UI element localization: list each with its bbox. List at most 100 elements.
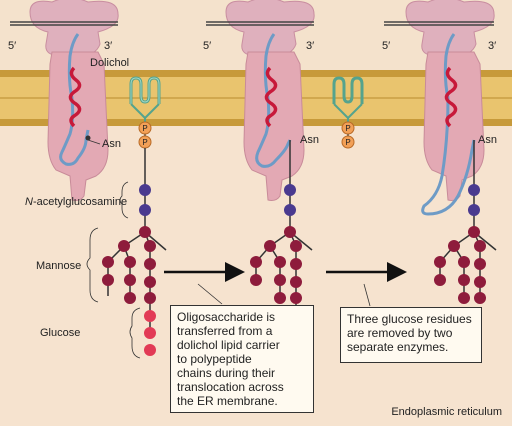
- callout-line: to polypeptide: [177, 352, 252, 366]
- glucose-label: Glucose: [40, 327, 80, 339]
- mannose-residue: [102, 256, 114, 268]
- polypeptide-1: [59, 33, 90, 166]
- callout-box-glucose-removal: Three glucose residues are removed by tw…: [340, 307, 482, 363]
- mannose-residue: [290, 240, 302, 252]
- mannose-residue: [118, 240, 130, 252]
- callout-line: the ER membrane.: [177, 394, 278, 408]
- glcnac-residue: [284, 204, 296, 216]
- mannose-residue: [474, 258, 486, 270]
- three-prime-label-3: 3′: [488, 40, 496, 52]
- glcnac-residue: [284, 184, 296, 196]
- mannose-residue: [284, 226, 296, 238]
- mannose-residue: [144, 292, 156, 304]
- mannose-residue: [290, 292, 302, 304]
- callout-line: Oligosaccharide is: [177, 310, 276, 324]
- mannose-residue: [264, 240, 276, 252]
- callout-line: are removed by two: [347, 326, 453, 340]
- translocon-1: [47, 51, 109, 201]
- oligosaccharide-3: [434, 140, 497, 304]
- mannose-residue: [474, 276, 486, 288]
- callout-line: chains during their: [177, 366, 276, 380]
- mannose-residue: [434, 274, 446, 286]
- complex-3: [384, 0, 495, 216]
- asn-label-3: Asn: [478, 134, 497, 146]
- mannose-residue: [458, 292, 470, 304]
- mannose-residue: [458, 256, 470, 268]
- mannose-brace: [86, 227, 99, 303]
- glcnac-residue: [139, 204, 151, 216]
- phosphate-pair-1: P P: [138, 121, 152, 149]
- mannose-residue: [434, 256, 446, 268]
- complex-1: [10, 0, 119, 201]
- mannose-residue: [274, 292, 286, 304]
- mannose-residue: [274, 256, 286, 268]
- signal-sequence-1: [68, 66, 82, 128]
- glcnac-brace: [119, 181, 129, 219]
- glucose-brace: [129, 307, 141, 359]
- asn-label-1: Asn: [102, 138, 121, 150]
- glcnac-residue: [139, 184, 151, 196]
- five-prime-label-3: 5′: [382, 40, 390, 52]
- three-prime-label-1: 3′: [104, 40, 112, 52]
- n-acetylglucosamine-label: N-acetylglucosamine: [25, 196, 127, 208]
- ribosome-3: [405, 0, 495, 57]
- mannose-residue: [468, 226, 480, 238]
- phosphate-1a: [138, 121, 152, 135]
- five-prime-label-2: 5′: [203, 40, 211, 52]
- mannose-residue: [124, 256, 136, 268]
- mannose-label: Mannose: [36, 260, 81, 272]
- glucose-residue: [144, 310, 156, 322]
- mannose-residue: [144, 240, 156, 252]
- callout-line: translocation across: [177, 380, 284, 394]
- oligosaccharide-1: [102, 148, 167, 356]
- polypeptide-3: [421, 33, 476, 216]
- glucose-residue: [144, 327, 156, 339]
- polypeptide-2: [255, 33, 292, 168]
- complex-2: [206, 0, 315, 201]
- glcnac-residue: [468, 204, 480, 216]
- mannose-residue: [474, 292, 486, 304]
- mannose-residue: [102, 274, 114, 286]
- mannose-residue: [458, 274, 470, 286]
- asn-label-2: Asn: [300, 134, 319, 146]
- phosphate-label: P: [345, 138, 350, 147]
- translocon-3: [423, 51, 485, 201]
- glcnac-residue: [468, 184, 480, 196]
- mannose-residue: [144, 258, 156, 270]
- mannose-residue: [274, 274, 286, 286]
- mannose-residue: [144, 276, 156, 288]
- callout-line: Three glucose residues: [347, 312, 472, 326]
- ribosome-2: [225, 0, 315, 57]
- callout-line: transferred from a: [177, 324, 273, 338]
- mannose-residue: [124, 292, 136, 304]
- callout-line: separate enzymes.: [347, 340, 449, 354]
- signal-sequence-3: [444, 66, 458, 128]
- glucose-residue: [144, 344, 156, 356]
- callout-box-transfer: Oligosaccharide is transferred from a do…: [170, 305, 314, 413]
- dolichol-2: P P: [332, 76, 364, 149]
- phosphate-label: P: [142, 124, 147, 133]
- signal-sequence-2: [264, 66, 278, 128]
- dolichol-label: Dolichol: [90, 57, 129, 69]
- mannose-residue: [448, 240, 460, 252]
- ribosome-1: [29, 0, 119, 57]
- mannose-residue: [250, 256, 262, 268]
- phosphate-2a: [341, 121, 355, 135]
- mannose-residue: [250, 274, 262, 286]
- mannose-residue: [290, 276, 302, 288]
- mannose-residue: [139, 226, 151, 238]
- mannose-residue: [290, 258, 302, 270]
- mannose-residue: [124, 274, 136, 286]
- phosphate-label: P: [142, 138, 147, 147]
- mannose-residue: [474, 240, 486, 252]
- callout-pointer-1: [197, 283, 223, 305]
- callout-line: dolichol lipid carrier: [177, 338, 280, 352]
- region-label-er: Endoplasmic reticulum: [391, 406, 502, 418]
- phosphate-2b: [341, 135, 355, 149]
- translocon-2: [243, 51, 305, 201]
- five-prime-label-1: 5′: [8, 40, 16, 52]
- callout-pointer-2: [363, 283, 371, 307]
- three-prime-label-2: 3′: [306, 40, 314, 52]
